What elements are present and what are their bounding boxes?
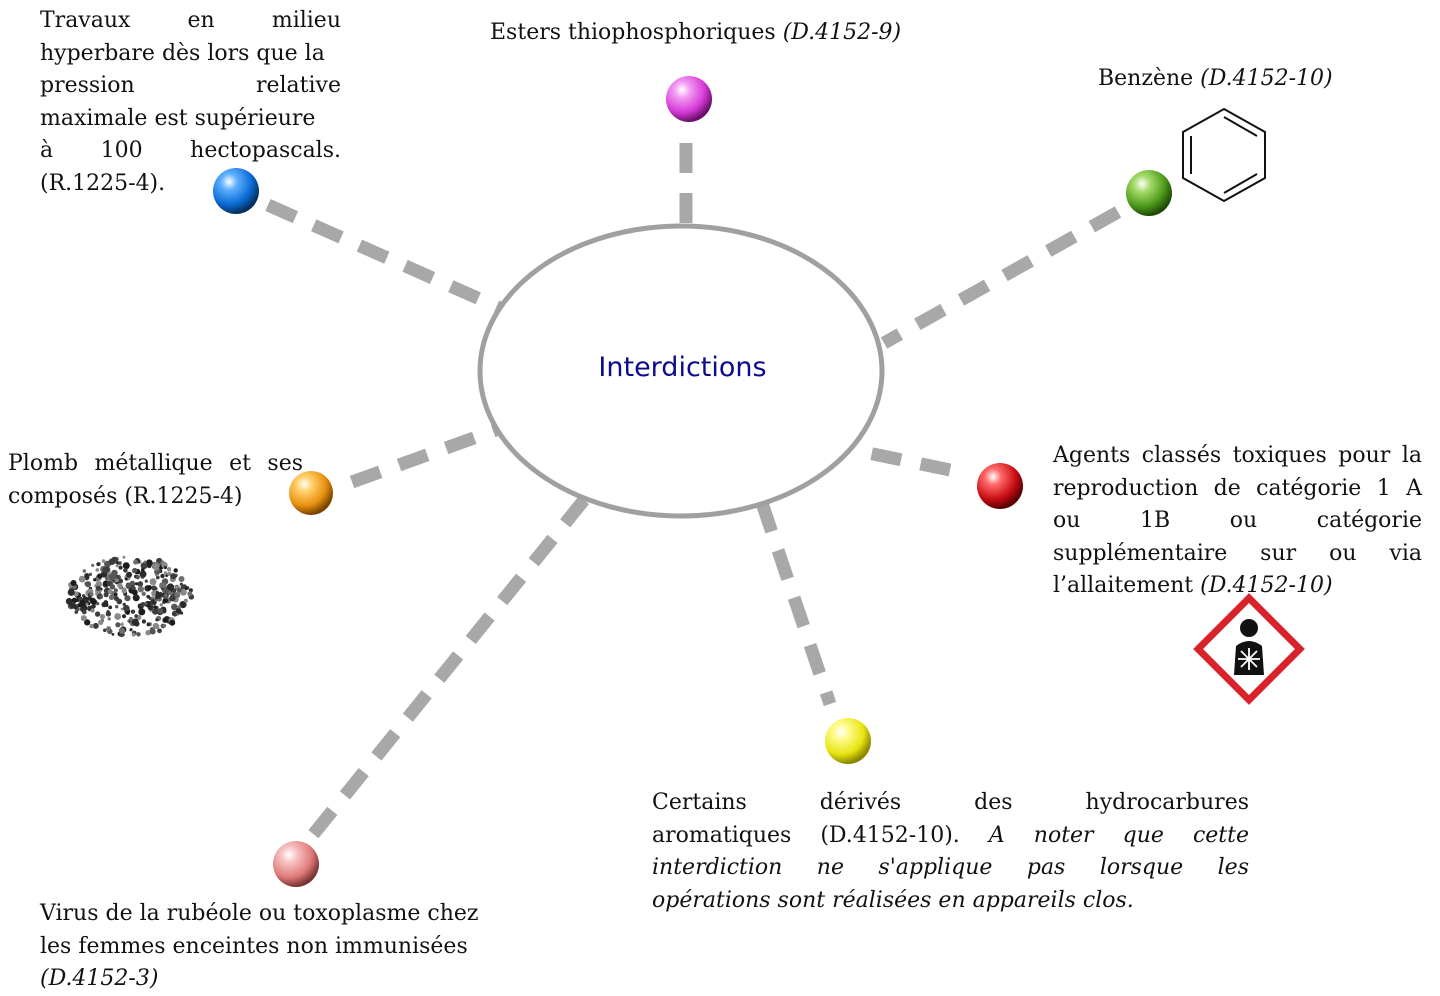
esters-ref: (D.4152-9)	[782, 20, 902, 45]
text-line: reproduction de catégorie 1 A	[1053, 475, 1422, 501]
text-line: maximale est supérieure	[40, 105, 316, 131]
yellow-sphere-icon	[825, 718, 871, 764]
text-line: Travaux en milieu	[40, 8, 341, 33]
benzene-ref: (D.4152-10)	[1200, 66, 1333, 91]
text-line: Certains dérivés des hydrocarbures	[652, 790, 1249, 815]
text-line: pression relative	[40, 73, 341, 98]
green-sphere-icon	[1126, 170, 1172, 216]
text-line: Plomb métallique et ses	[8, 451, 303, 476]
benzene-ring-icon	[1182, 107, 1266, 203]
connector-reproduction	[852, 443, 952, 477]
orange-sphere-icon	[289, 471, 333, 515]
center-label: Interdictions	[598, 352, 767, 383]
health-hazard-pictogram-icon	[1193, 593, 1305, 705]
node-esters-text: Esters thiophosphoriques (D.4152-9)	[490, 17, 901, 50]
text-line: composés (R.1225-4)	[8, 483, 243, 509]
node-hyperbare-text: Travaux en milieu hyperbare dès lors que…	[40, 5, 341, 200]
hydrocarbures-ref-text: aromatiques (D.4152-10).	[652, 822, 960, 848]
text-line: l’allaitement (D.4152-10)	[1053, 570, 1422, 603]
text-line: hyperbare dès lors que la	[40, 40, 325, 66]
esters-label: Esters thiophosphoriques	[490, 20, 776, 45]
connector-plomb	[349, 423, 499, 489]
hydrocarbures-note-start: A noter que cette	[988, 822, 1249, 848]
magenta-sphere-icon	[666, 76, 712, 122]
pink-sphere-icon	[273, 841, 319, 887]
blue-sphere-icon	[213, 168, 259, 214]
node-plomb-text: Plomb métallique et ses composés (R.1225…	[8, 448, 303, 513]
text-line: ou 1B ou catégorie	[1053, 508, 1422, 533]
connector-hydrocarbures	[755, 500, 837, 707]
text-line: aromatiques (D.4152-10). A noter que cet…	[652, 820, 1249, 853]
text-line: interdiction ne s'applique pas lorsque l…	[652, 855, 1249, 880]
text-line: Agents classés toxiques pour la	[1053, 443, 1422, 468]
connector-hyperbare	[265, 199, 503, 314]
rubeole-ref: (D.4152-3)	[40, 966, 159, 991]
text-line: Virus de la rubéole ou toxoplasme chez	[40, 901, 479, 926]
text-line: opérations sont réalisées en appareils c…	[652, 887, 1134, 913]
text-line: supplémentaire sur ou via	[1053, 540, 1422, 566]
text-line: à 100 hectopascals.	[40, 138, 341, 163]
connector-rubeole	[306, 495, 590, 841]
reproduction-ref: (D.4152-10)	[1200, 573, 1333, 598]
connector-benzene	[880, 206, 1122, 349]
node-benzene-text: Benzène (D.4152-10)	[1098, 63, 1333, 96]
node-rubeole-text: Virus de la rubéole ou toxoplasme chez l…	[40, 898, 502, 996]
lead-granules-image	[65, 555, 195, 638]
text-line: (R.1225-4).	[40, 170, 166, 196]
node-hydrocarbures-text: Certains dérivés des hydrocarbures aroma…	[652, 787, 1249, 917]
benzene-label: Benzène	[1098, 66, 1194, 91]
red-sphere-icon	[977, 463, 1023, 509]
reproduction-last-text: l’allaitement	[1053, 573, 1194, 598]
center-ellipse	[477, 223, 885, 519]
node-reproduction-text: Agents classés toxiques pour la reproduc…	[1053, 440, 1422, 603]
text-line: les femmes enceintes non immunisées	[40, 933, 468, 959]
